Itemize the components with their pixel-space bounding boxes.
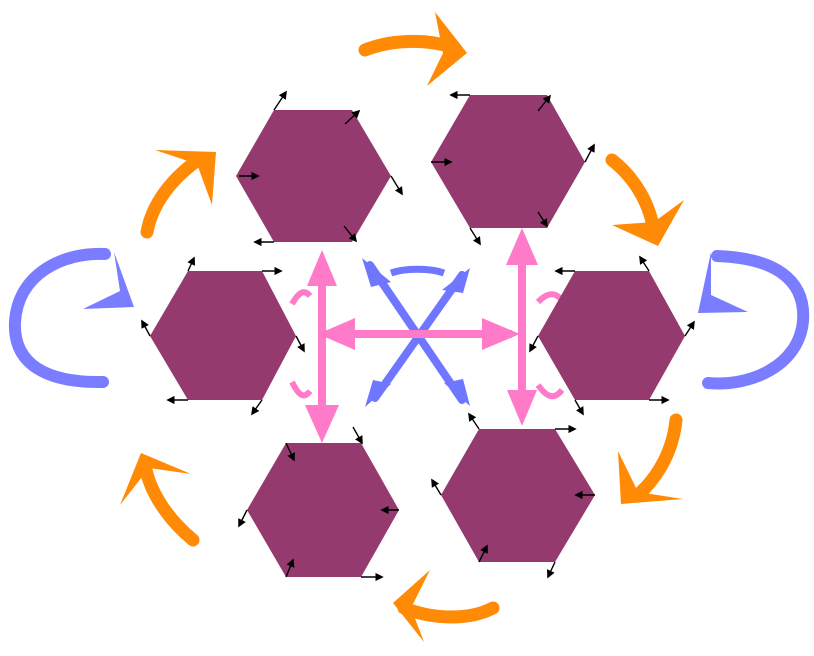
small-arrow <box>640 257 649 271</box>
small-arrow <box>296 336 304 351</box>
pink-left-swoosh-top <box>292 292 310 304</box>
pink-arrow-head-right-bottom <box>507 390 537 426</box>
hexagon-middle-right <box>538 271 685 400</box>
small-arrow <box>469 414 479 429</box>
cycle-arrow-head-bottom <box>393 570 430 642</box>
left-self-loop-head <box>83 252 134 309</box>
pink-arrow-head-right-top <box>506 228 538 265</box>
hexagon-bottom-left <box>247 443 399 577</box>
center-pink-arrows <box>292 228 562 443</box>
blue-arrow-head-top-right <box>442 268 470 293</box>
small-arrow <box>585 145 594 162</box>
small-arrow <box>391 176 402 194</box>
cycle-arrow-bottom-left <box>146 470 193 540</box>
cycle-arrow-bottom-right <box>638 420 676 495</box>
hexagon-middle-left <box>150 271 296 400</box>
pink-arrow-head-right <box>482 318 520 350</box>
blue-arrow-head-top-left <box>362 258 391 287</box>
blue-arrow-head-bottom-right <box>444 379 470 406</box>
small-arrow <box>530 336 538 351</box>
small-arrow <box>353 427 362 443</box>
hexagon-bottom-right <box>441 429 595 562</box>
small-arrow <box>252 400 262 414</box>
small-arrow <box>142 321 150 336</box>
left-self-loop-arrow <box>15 254 105 382</box>
blue-arrow-top-swoosh <box>391 269 444 273</box>
small-arrow <box>575 400 583 414</box>
pink-right-swoosh-bottom <box>538 385 562 396</box>
blue-arrow-head-bottom-left <box>365 380 391 407</box>
pink-arrow-head-left-top <box>307 250 337 286</box>
small-arrow <box>685 322 694 336</box>
right-self-loop-arrow <box>708 256 803 383</box>
small-arrow <box>470 228 480 244</box>
hexagon-top-right <box>431 95 585 228</box>
cycle-arrow-bottom <box>404 608 493 617</box>
hexagon-top-left <box>236 110 391 242</box>
cycle-arrow-top-left <box>147 160 198 232</box>
pink-left-swoosh-bottom <box>292 382 310 395</box>
small-arrow <box>548 562 555 577</box>
small-arrow <box>188 258 194 271</box>
small-arrow <box>239 510 247 526</box>
small-arrow <box>432 480 441 495</box>
small-arrow <box>274 92 286 110</box>
pink-arrow-head-left-bottom <box>305 405 339 443</box>
